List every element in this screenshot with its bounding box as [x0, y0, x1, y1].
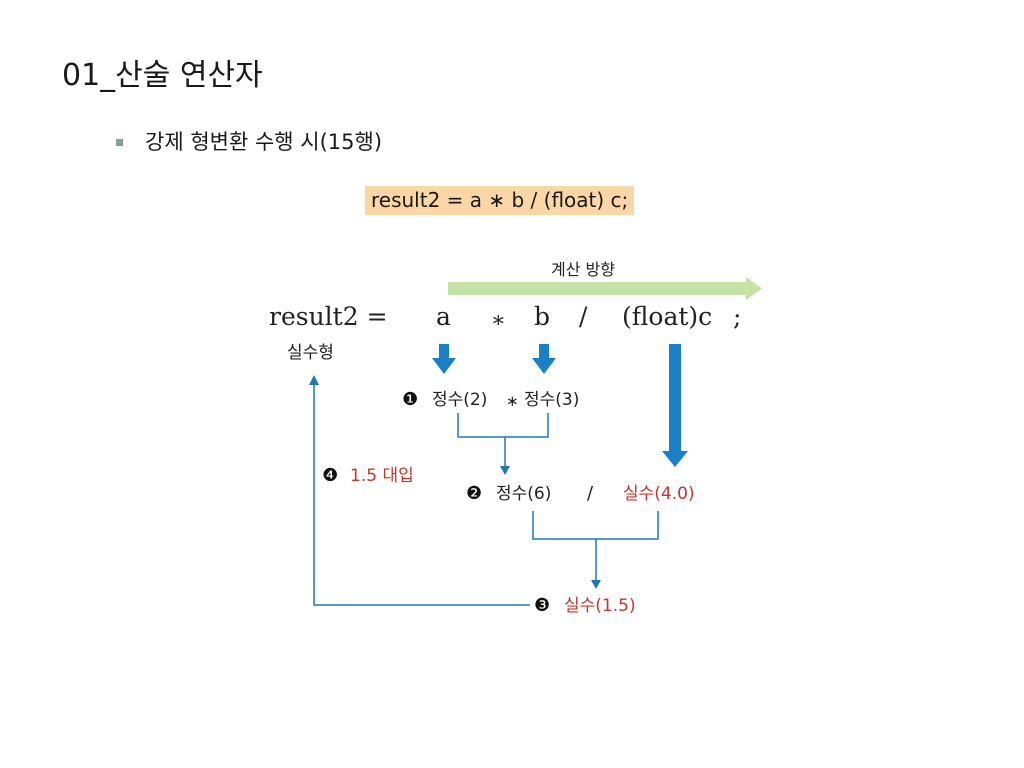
step2-left-operand: 정수(6) [496, 484, 551, 504]
arrow-a-head [432, 358, 456, 374]
bullet-marker [116, 138, 123, 146]
step2-right-operand: 실수(4.0) [623, 484, 695, 504]
expr-semicolon: ; [733, 302, 741, 331]
step2-operator: / [587, 483, 594, 504]
step3-result: 실수(1.5) [564, 596, 636, 616]
step2-number: ❷ [466, 483, 482, 504]
step2-connector-head [591, 580, 601, 589]
expr-div-op: / [579, 302, 588, 331]
direction-label: 계산 방향 [551, 260, 615, 279]
arrow-c-head [662, 451, 688, 467]
step1-number: ❶ [402, 389, 418, 410]
expr-lhs: result2 = [269, 302, 388, 331]
code-highlight: result2 = a ∗ b / (float) c; [365, 186, 635, 215]
step1-left-operand: 정수(2) [432, 390, 487, 410]
expr-c: (float)c [622, 302, 712, 331]
expr-a: a [436, 302, 451, 331]
step1-connector-head [500, 466, 510, 475]
step1-operator: ∗ [506, 392, 519, 410]
step2-bracket [532, 511, 659, 540]
assignment-path-head [309, 375, 319, 385]
assignment-path [313, 384, 530, 606]
bullet-text: 강제 형변환 수행 시(15행) [145, 130, 383, 154]
direction-arrow-shaft [448, 282, 746, 295]
arrow-a-shaft [439, 344, 449, 359]
step1-right-operand: 정수(3) [524, 390, 579, 410]
arrow-b-shaft [539, 344, 549, 359]
arrow-c-shaft [669, 344, 681, 452]
lhs-type-label: 실수형 [287, 343, 334, 363]
bullet-item: 강제 형변환 수행 시(15행) [116, 126, 382, 156]
step4-assign-label: 1.5 대입 [350, 466, 414, 486]
slide-title: 01_산술 연산자 [62, 58, 263, 93]
expr-mul-op: ∗ [491, 308, 506, 333]
step1-bracket [457, 413, 549, 438]
direction-arrow-head [746, 277, 762, 300]
step4-number: ❹ [322, 465, 338, 486]
step3-number: ❸ [534, 595, 550, 616]
expr-b: b [534, 302, 550, 331]
arrow-b-head [532, 358, 556, 374]
